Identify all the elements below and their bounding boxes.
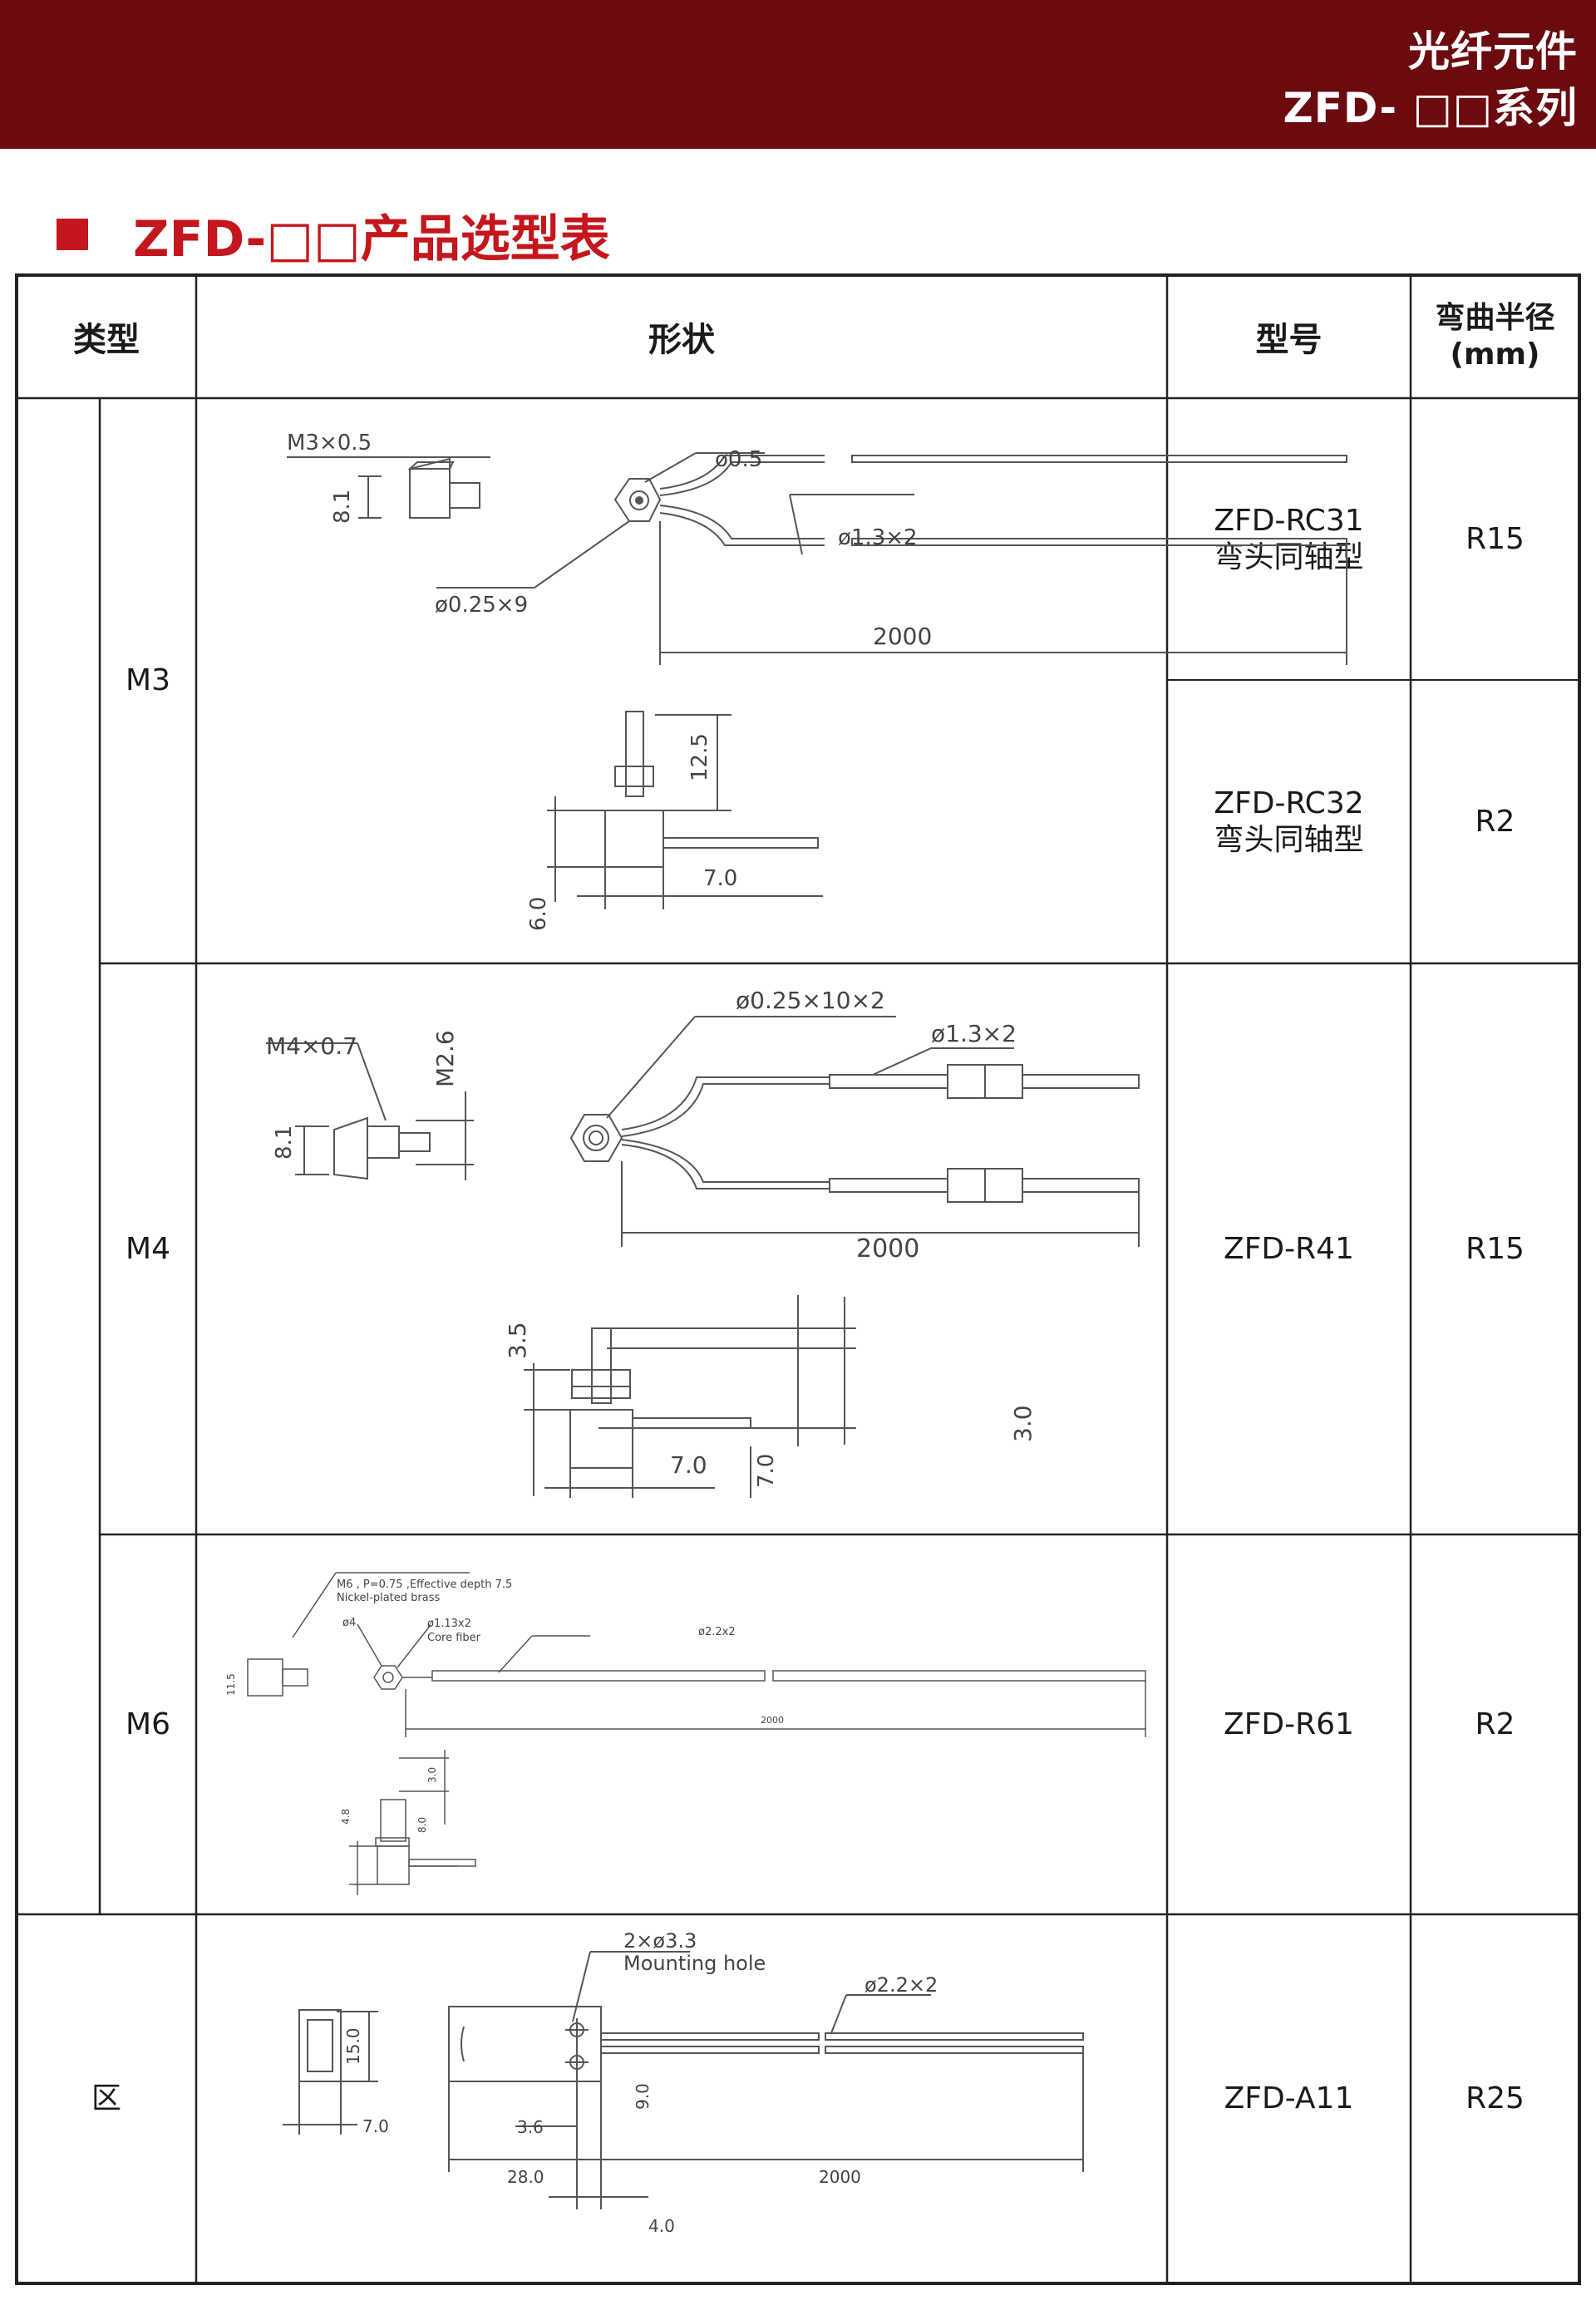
radius-value: R25 [1465, 2081, 1525, 2115]
a11-mount-dim: 2×ø3.3 [623, 1929, 697, 1953]
model-code: ZFD-RC31 [1214, 503, 1364, 538]
m6-height: 11.5 [225, 1673, 237, 1696]
header-radius: 弯曲半径 (mm) [1412, 277, 1578, 396]
header-series: ZFD- □□系列 [1283, 84, 1578, 132]
header-radius-unit: (mm) [1450, 337, 1540, 372]
m4-side-h2: 3.0 [1009, 1405, 1037, 1442]
a11-drawing: 2×ø3.3 Mounting hole ø2.2×2 15.0 7.0 3.6… [283, 1929, 1084, 2236]
subtype-m6: M6 [126, 1707, 170, 1741]
m3-tip-label: ø0.5 [715, 447, 762, 472]
radius-value: R2 [1475, 1707, 1515, 1741]
section-title: ZFD-□□产品选型表 [57, 201, 610, 268]
m4-cable-label: ø1.3×2 [931, 1020, 1017, 1047]
a11-w: 7.0 [362, 2116, 389, 2136]
a11-d2: 9.0 [633, 2083, 653, 2110]
model-cell: ZFD-RC32 弯头同轴型 [1169, 682, 1409, 962]
m4-side-h1: 3.5 [504, 1322, 531, 1359]
a11-d1: 3.6 [517, 2117, 544, 2137]
group-label: 区 [91, 2081, 121, 2115]
subtype-m4: M4 [126, 1231, 170, 1266]
m3-side-h2: 6.0 [526, 897, 551, 931]
model-code: ZFD-RC32 [1214, 786, 1364, 820]
header-model: 型号 [1255, 321, 1323, 359]
m4-thread-label: M4×0.7 [266, 1032, 357, 1060]
m3-side-drawing: 12.5 6.0 7.0 [526, 711, 823, 931]
m3-side-h1: 12.5 [687, 733, 712, 781]
m4-top-drawing: M4×0.7 M2.6 8.1 ø0.25×10×2 ø1.3×2 2000 [266, 987, 1140, 1263]
m4-m-dim: M2.6 [431, 1030, 459, 1087]
m3-length-label: 2000 [873, 623, 932, 650]
m6-side-h2: 4.8 [340, 1809, 352, 1825]
a11-d4: 4.0 [648, 2216, 675, 2236]
m3-cable-label: ø1.3×2 [838, 525, 918, 550]
m4-side-h3: 7.0 [754, 1454, 779, 1488]
subtype-m3: M3 [126, 663, 170, 697]
a11-length: 2000 [819, 2167, 861, 2187]
m6-core: Core fiber [427, 1632, 481, 1644]
a11-mount-label: Mounting hole [623, 1952, 766, 1975]
section-title-text: ZFD-□□产品选型表 [133, 209, 610, 268]
a11-height: 15.0 [343, 2027, 363, 2065]
radius-value: R2 [1475, 804, 1515, 839]
m6-note-thread: M6 , P=0.75 ,Effective depth 7.5 [337, 1579, 512, 1591]
m6-d1: ø4 [342, 1617, 356, 1629]
m6-side-h1: 3.0 [426, 1767, 438, 1783]
a11-d3: 28.0 [507, 2167, 544, 2187]
m3-thread-label: M3×0.5 [287, 431, 372, 456]
m3-height-label: 8.1 [330, 490, 355, 524]
m3-top-drawing: M3×0.5 8.1 ø0.5 ø0.25×9 ø1.3×2 2000 [287, 431, 1347, 665]
m6-top-drawing: M6 , P=0.75 ,Effective depth 7.5 Nickel-… [225, 1572, 1146, 1737]
header-bar: 光纤元件 ZFD- □□系列 [0, 0, 1596, 149]
m4-fiber-label: ø0.25×10×2 [736, 987, 885, 1014]
bullet-square-icon [57, 219, 88, 250]
header-title: 光纤元件 [1408, 27, 1578, 76]
a11-cable: ø2.2×2 [864, 1973, 938, 1997]
radius-value: R15 [1465, 1231, 1525, 1266]
m6-length: 2000 [761, 1715, 784, 1726]
m3-fiber-label: ø0.25×9 [435, 593, 528, 618]
header-shape: 形状 [648, 321, 715, 359]
model-desc: 弯头同轴型 [1214, 822, 1364, 857]
m4-side-w: 7.0 [670, 1451, 707, 1479]
model-code: ZFD-R61 [1224, 1707, 1354, 1741]
m4-side-drawing: 3.5 3.0 7.0 7.0 [504, 1295, 1037, 1498]
m6-note-material: Nickel-plated brass [337, 1592, 440, 1604]
model-code: ZFD-R41 [1224, 1231, 1354, 1266]
m6-side-h3: 8.0 [416, 1817, 428, 1833]
header-radius-label: 弯曲半径 [1435, 301, 1555, 335]
m4-length-label: 2000 [856, 1234, 919, 1263]
m3-side-w: 7.0 [703, 866, 737, 891]
header-type: 类型 [73, 321, 140, 359]
m6-cable: ø2.2x2 [698, 1626, 736, 1638]
m6-d2: ø1.13x2 [427, 1618, 471, 1630]
m4-height-label: 8.1 [272, 1125, 297, 1160]
m6-side-drawing: 3.0 4.8 8.0 [340, 1750, 476, 1895]
model-code: ZFD-A11 [1224, 2081, 1354, 2115]
radius-value: R15 [1465, 521, 1525, 556]
